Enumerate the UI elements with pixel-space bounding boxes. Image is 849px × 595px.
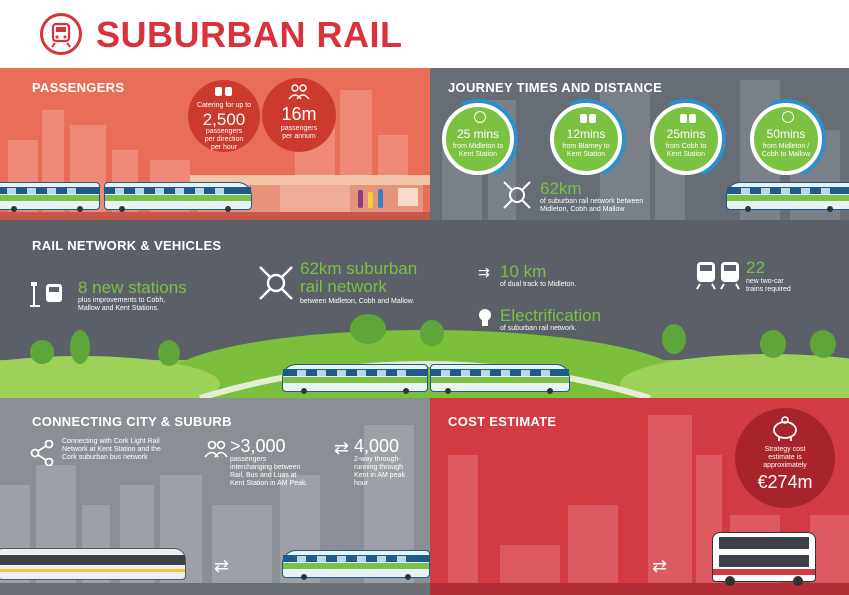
through-desc-3: Kent in AM peak [354, 472, 405, 479]
distance-desc-1: of suburban rail network between [540, 198, 644, 205]
dual-track-icon: ⇉ [478, 264, 490, 280]
journey-time-1: 25 mins from Midleton to Kent Station [442, 103, 514, 175]
journey-time-2-desc-1: from Blarney to [562, 143, 610, 150]
station-icon [30, 280, 70, 308]
journey-time-4: 50mins from Midleton / Cobh to Mallow [750, 103, 822, 175]
trains-desc-2: trains required [746, 286, 791, 293]
people-icon [288, 84, 310, 100]
journey-time-3: 25mins from Cobh to Kent Station [650, 103, 722, 175]
luas-desc-1: Connecting with Cork Light Rail [62, 438, 160, 445]
cost-title: COST ESTIMATE [448, 414, 557, 429]
connecting-title: CONNECTING CITY & SUBURB [32, 414, 232, 429]
network-junction-icon [258, 265, 294, 301]
through-value: 4,000 [354, 436, 400, 456]
journey-time-2-desc-2: Kent Station [566, 151, 606, 158]
interchange-desc-1: passengers [230, 456, 267, 463]
journey-time-1-desc-2: Kent Station [458, 151, 498, 158]
capacity-suffix-2: per direction [204, 136, 244, 143]
trains-desc-1: new two-car [746, 278, 784, 285]
train-logo-icon [40, 13, 82, 55]
connecting-panel: CONNECTING CITY & SUBURB Connecting with… [0, 398, 430, 595]
cost-desc-3: approximately [763, 462, 807, 469]
capacity-suffix-3: per hour [210, 144, 238, 151]
lightbulb-icon [478, 308, 492, 328]
swap-arrows-icon: ⇄ [652, 556, 668, 576]
cost-desc-2: estimate is [768, 454, 802, 461]
journey-title: JOURNEY TIMES AND DISTANCE [448, 80, 663, 95]
swap-arrows-icon: ⇄ [214, 556, 230, 576]
swap-arrows-icon: ⇄ [334, 438, 350, 458]
interchange-desc-3: Rail, Bus and Luas at [230, 472, 297, 479]
through-desc-4: hour [354, 480, 369, 487]
capacity-suffix-1: passengers [205, 128, 243, 135]
suburban-value-1: 62km suburban [300, 259, 418, 278]
journey-panel: JOURNEY TIMES AND DISTANCE 25 mins from … [430, 68, 849, 220]
journey-time-2: 12mins from Blarney to Kent Station [550, 103, 622, 175]
journey-time-4-desc-2: Cobh to Mallow [761, 151, 811, 158]
clock-icon [474, 111, 486, 123]
share-icon [30, 439, 54, 467]
dual-desc: of dual track to Midleton. [500, 281, 577, 288]
passengers-title: PASSENGERS [32, 80, 125, 95]
journey-time-4-value: 50mins [766, 127, 806, 141]
seats-icon [214, 85, 234, 97]
journey-time-3-desc-1: from Cobh to [665, 143, 707, 150]
tram-illustration [0, 548, 186, 580]
interchange-desc-2: interchanging between [230, 464, 301, 471]
luas-desc-3: Cork suburban bus network [62, 454, 148, 461]
cost-desc-1: Strategy cost [764, 446, 806, 453]
distance-desc-2: Midleton, Cobh and Mallow [540, 206, 625, 213]
passengers-panel: PASSENGERS Catering for up to 2,500 pass… [0, 68, 430, 220]
annual-value: 16m [281, 104, 317, 124]
electric-value: Electrification [500, 306, 602, 325]
trains-value: 22 [746, 258, 765, 277]
through-desc-1: 2-way through- [354, 456, 401, 463]
capacity-bubble: Catering for up to 2,500 passengers per … [188, 80, 260, 152]
header: SUBURBAN RAIL [0, 0, 849, 68]
distance-value: 62km [540, 179, 582, 198]
through-desc-2: running through [354, 464, 404, 471]
interchange-value: >3,000 [230, 436, 286, 456]
stations-desc-2: Mallow and Kent Stations. [78, 305, 159, 312]
clock-icon [782, 111, 794, 123]
page-title: SUBURBAN RAIL [96, 14, 403, 55]
network-title: RAIL NETWORK & VEHICLES [32, 238, 222, 253]
journey-time-1-value: 25 mins [456, 127, 500, 141]
seats-icon [579, 111, 597, 123]
journey-time-1-desc-1: from Midleton to [452, 143, 504, 150]
journey-time-2-value: 12mins [566, 127, 606, 141]
electric-desc: of suburban rail network. [500, 325, 577, 332]
suburban-value-2: rail network [300, 277, 387, 296]
cost-panel: COST ESTIMATE Strategy cost estimate is … [430, 398, 849, 595]
luas-desc-2: Network at Kent Station and the [62, 446, 161, 453]
capacity-value: 2,500 [202, 110, 246, 129]
seats-icon [679, 111, 697, 123]
journey-time-3-desc-2: Kent Station [666, 151, 706, 158]
suburban-desc: between Midleton, Cobh and Mallow. [300, 298, 415, 305]
trains-icon [695, 260, 741, 290]
annual-suffix-1: passengers [280, 125, 318, 132]
piggy-bank-icon [770, 416, 800, 442]
network-panel: RAIL NETWORK & VEHICLES 8 new stations p… [0, 220, 849, 398]
bus-illustration [712, 532, 816, 586]
annual-bubble: 16m passengers per annum [262, 78, 336, 152]
cost-value: €274m [757, 472, 813, 492]
annual-suffix-2: per annum [282, 133, 316, 140]
stations-desc-1: plus improvements to Cobh, [78, 297, 166, 304]
journey-time-3-value: 25mins [666, 127, 706, 141]
interchange-desc-4: Kent Station in AM Peak. [230, 480, 308, 487]
dual-value: 10 km [500, 262, 547, 281]
stations-value: 8 new stations [78, 278, 187, 297]
journey-time-4-desc-1: from Midleton / [762, 143, 810, 150]
capacity-prefix: Catering for up to [196, 102, 252, 109]
train-illustration [726, 182, 849, 212]
cost-bubble: Strategy cost estimate is approximately … [735, 408, 835, 508]
network-junction-icon [502, 180, 532, 210]
people-icon [204, 440, 228, 458]
